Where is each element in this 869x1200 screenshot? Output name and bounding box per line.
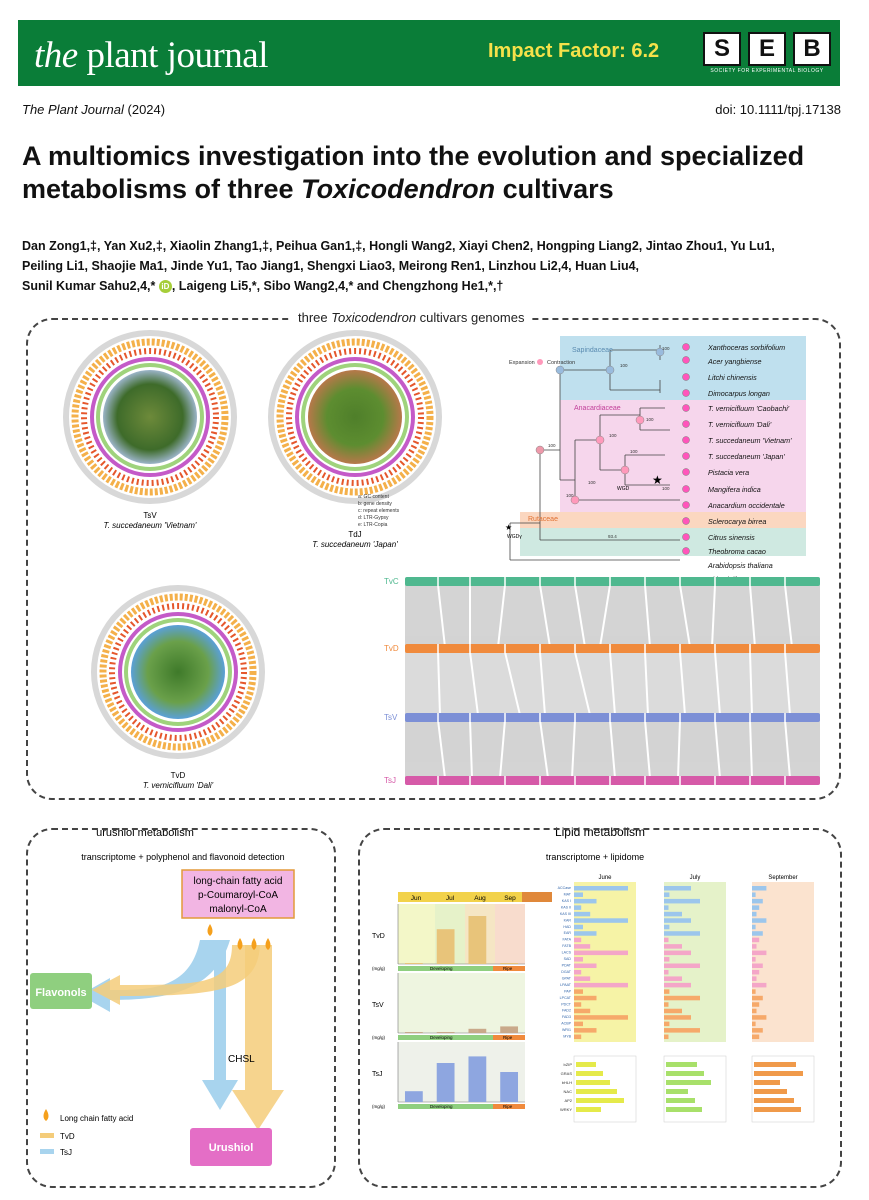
seb-subtitle: SOCIETY FOR EXPERIMENTAL BIOLOGY xyxy=(710,68,824,74)
author-list: Dan Zong1,‡, Yan Xu2,‡, Xiaolin Zhang1,‡… xyxy=(22,239,775,294)
doi-link[interactable]: doi: 10.1111/tpj.17138 xyxy=(715,102,841,117)
lipid-panel xyxy=(358,828,842,1188)
seb-letter: E xyxy=(748,32,786,66)
seb-letter: S xyxy=(703,32,741,66)
genomes-panel xyxy=(26,318,841,800)
impact-factor: Impact Factor: 6.2 xyxy=(488,40,660,62)
genomes-panel-title: three Toxicodendron cultivars genomes xyxy=(292,310,531,325)
urushiol-panel xyxy=(26,828,336,1188)
article-title: A multiomics investigation into the evol… xyxy=(22,141,805,204)
citation: The Plant Journal (2024) xyxy=(22,102,166,117)
seb-logo: S E B SOCIETY FOR EXPERIMENTAL BIOLOGY xyxy=(703,32,831,78)
journal-logo: the plant journal xyxy=(34,35,269,76)
orcid-icon[interactable]: iD xyxy=(158,280,172,294)
seb-letter: B xyxy=(793,32,831,66)
